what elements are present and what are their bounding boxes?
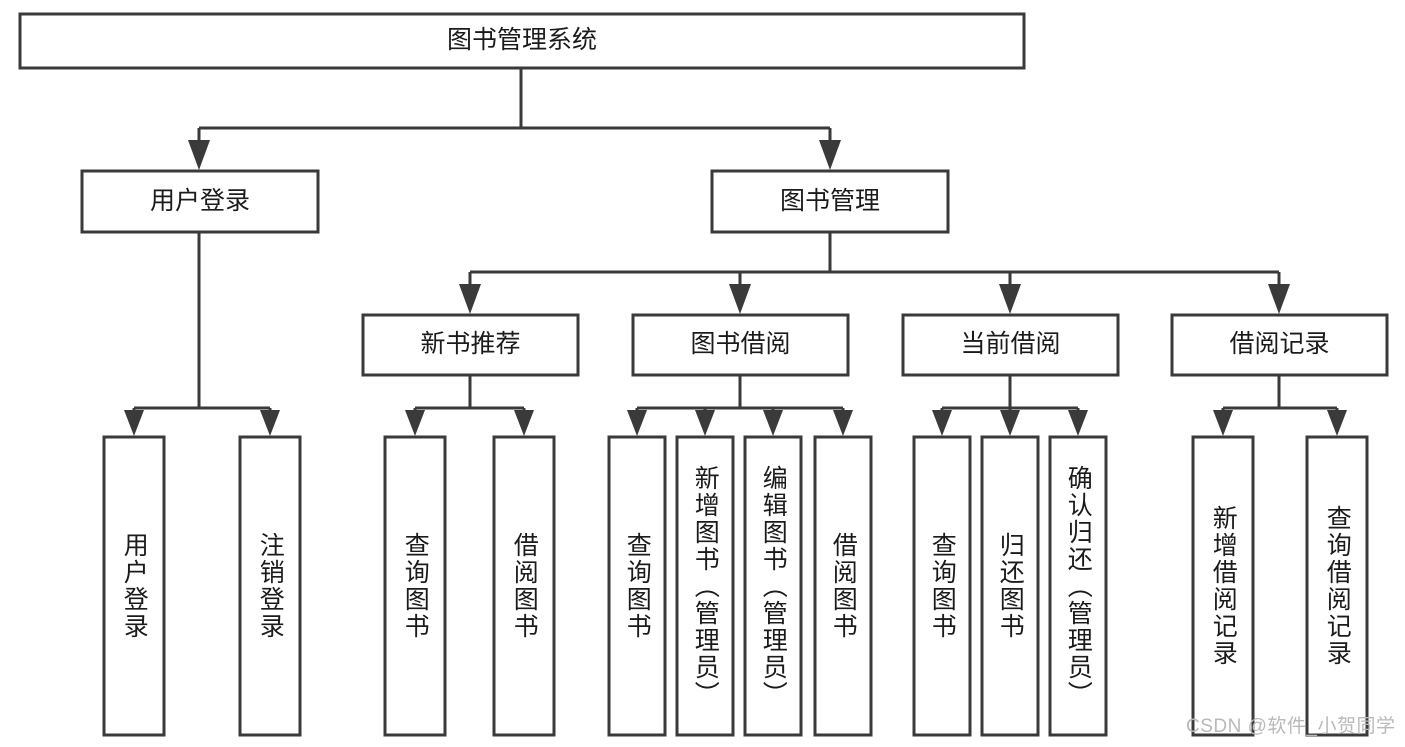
arrow-head-leaf-borrow-book-1 bbox=[514, 410, 534, 436]
node-box-leaf-user-login[interactable] bbox=[102, 435, 166, 737]
node-box-leaf-return-book[interactable] bbox=[980, 435, 1040, 737]
arrow-head-book-manage bbox=[819, 140, 841, 170]
arrow-head-leaf-query-book-3 bbox=[932, 410, 952, 436]
node-box-leaf-query-book-2[interactable] bbox=[607, 435, 667, 737]
arrow-head-leaf-logout bbox=[260, 410, 280, 436]
node-box-user-login[interactable] bbox=[80, 169, 320, 234]
arrow-head-leaf-edit-book bbox=[763, 410, 783, 436]
arrow-head-leaf-confirm-return bbox=[1068, 410, 1088, 436]
arrow-head-borrow-record bbox=[1268, 284, 1290, 314]
arrow-head-leaf-user-login bbox=[124, 410, 144, 436]
watermark-text: CSDN @软件_小贺同学 bbox=[1186, 716, 1396, 737]
arrow-head-leaf-borrow-book-2 bbox=[833, 410, 853, 436]
arrow-head-leaf-add-record bbox=[1213, 410, 1233, 436]
node-box-leaf-query-book-3[interactable] bbox=[912, 435, 972, 737]
node-box-borrow-record[interactable] bbox=[1170, 313, 1389, 377]
node-box-current-borrow[interactable] bbox=[901, 313, 1120, 377]
arrow-head-leaf-add-book bbox=[695, 410, 715, 436]
node-box-leaf-add-record[interactable] bbox=[1191, 435, 1255, 737]
arrow-head-leaf-return-book bbox=[1000, 410, 1020, 436]
node-box-leaf-confirm-return[interactable] bbox=[1048, 435, 1108, 737]
arrow-head-book-borrow bbox=[729, 284, 751, 314]
connector-group-book-manage bbox=[459, 232, 1290, 314]
node-box-leaf-borrow-book-1[interactable] bbox=[492, 435, 556, 737]
connector-group-root bbox=[188, 68, 841, 170]
node-box-new-book-recommend[interactable] bbox=[361, 313, 580, 377]
arrow-head-leaf-query-book-1 bbox=[405, 410, 425, 436]
connector-group-new-book-recommend bbox=[405, 375, 534, 436]
connector-group-current-borrow bbox=[932, 375, 1088, 436]
node-box-book-manage[interactable] bbox=[710, 169, 950, 234]
arrow-head-leaf-query-record bbox=[1327, 410, 1347, 436]
arrow-head-leaf-query-book-2 bbox=[627, 410, 647, 436]
connector-group-user-login bbox=[124, 232, 280, 436]
arrow-head-user-login bbox=[188, 140, 210, 170]
node-box-leaf-logout[interactable] bbox=[238, 435, 302, 737]
node-box-book-borrow[interactable] bbox=[631, 313, 850, 377]
connector-group-borrow-record bbox=[1213, 375, 1347, 436]
node-box-leaf-add-book[interactable] bbox=[675, 435, 735, 737]
node-box-leaf-borrow-book-2[interactable] bbox=[813, 435, 873, 737]
arrow-head-new-book-recommend bbox=[459, 284, 481, 314]
node-box-leaf-edit-book[interactable] bbox=[743, 435, 803, 737]
node-box-leaf-query-record[interactable] bbox=[1305, 435, 1369, 737]
node-box-leaf-query-book-1[interactable] bbox=[383, 435, 447, 737]
node-box-root[interactable] bbox=[18, 12, 1026, 70]
arrow-head-current-borrow bbox=[999, 284, 1021, 314]
connector-group-book-borrow bbox=[627, 375, 853, 436]
